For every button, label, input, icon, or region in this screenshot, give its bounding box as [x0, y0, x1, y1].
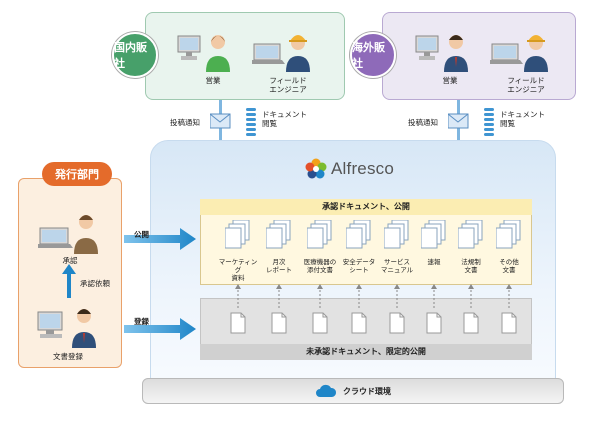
approved-doc-label: 月次 レポート: [266, 258, 292, 275]
approve-label: 承認: [62, 256, 78, 265]
approved-doc-stack-icon: [496, 220, 521, 249]
sales-person-icon: [177, 35, 230, 72]
overseas-sales-panel: [382, 12, 576, 100]
unapproved-doc-icon: [463, 312, 479, 334]
doc-publish-connector: [506, 284, 512, 308]
doc-publish-connector: [317, 284, 323, 308]
overseas-engineer-label: フィールド エンジニア: [507, 76, 545, 95]
unapproved-docs-title: 未承認ドキュメント、限定的公開: [200, 344, 532, 360]
approved-doc-label: 速報: [427, 258, 441, 266]
approve-request-arrow: [62, 264, 76, 298]
alfresco-logo-text: Alfresco: [331, 159, 395, 178]
publish-arrow: [124, 228, 196, 250]
approved-doc-stack-icon: [266, 220, 291, 249]
approve-request-label: 承認依頼: [80, 279, 110, 288]
overseas-doc-view-label: ドキュメント 閲覧: [500, 110, 545, 129]
unapproved-doc-icon: [426, 312, 442, 334]
unapproved-doc-icon: [271, 312, 287, 334]
domestic-sales-panel: [145, 12, 345, 100]
register-doc-label: 文書登録: [53, 352, 83, 361]
domestic-sales-badge: 国内販社: [112, 32, 158, 78]
approved-doc-stack-icon: [421, 220, 446, 249]
approved-doc-label: 医療機器の 添付文書: [303, 258, 337, 275]
register-label: 登録: [134, 317, 149, 326]
domestic-engineer-label: フィールド エンジニア: [269, 76, 307, 95]
overseas-sales-badge: 海外販社: [350, 32, 396, 78]
cloud-icon: [316, 384, 337, 397]
doc-publish-connector: [276, 284, 282, 308]
approved-doc-stack-icon: [346, 220, 371, 249]
approved-doc-stack-icon: [384, 220, 409, 249]
alfresco-flower-icon: [305, 158, 327, 179]
doc-publish-connector: [356, 284, 362, 308]
unapproved-doc-icon: [389, 312, 405, 334]
approver-person-icon: [38, 215, 98, 254]
unapproved-doc-icon: [501, 312, 517, 334]
approved-doc-stack-icon: [225, 220, 250, 249]
publishing-dept-panel: [18, 178, 122, 368]
unapproved-doc-icon: [230, 312, 246, 334]
cloud-environment-bar: クラウド環境: [142, 378, 564, 404]
domestic-notify-connector: [210, 100, 256, 144]
approved-doc-stack-icon: [458, 220, 483, 249]
approved-doc-label: マーケティング 資料: [218, 258, 258, 283]
overseas-notify-label: 投稿通知: [408, 118, 438, 127]
cloud-environment-label: クラウド環境: [343, 386, 391, 396]
approved-doc-label: 安全データ シート: [342, 258, 376, 275]
overseas-notify-connector: [448, 100, 494, 144]
registrant-person-icon: [37, 309, 96, 348]
domestic-sales-label: 営業: [205, 76, 221, 85]
unapproved-doc-icon: [312, 312, 328, 334]
publishing-dept-badge: 発行部門: [42, 162, 112, 186]
alfresco-logo: Alfresco: [305, 158, 394, 180]
approved-doc-label: サービス マニュアル: [380, 258, 414, 275]
overseas-sales-label: 営業: [442, 76, 458, 85]
domestic-doc-view-label: ドキュメント 閲覧: [262, 110, 307, 129]
overseas-sales-person-icon: [415, 35, 468, 72]
doc-publish-connector: [431, 284, 437, 308]
doc-publish-connector: [394, 284, 400, 308]
field-engineer-icon: [252, 35, 310, 72]
register-arrow: [124, 318, 196, 340]
approved-doc-label: その他 文書: [499, 258, 519, 275]
overseas-field-engineer-icon: [490, 35, 548, 72]
doc-publish-connector: [235, 284, 241, 308]
publish-label: 公開: [134, 230, 149, 239]
domestic-notify-label: 投稿通知: [170, 118, 200, 127]
unapproved-doc-icon: [351, 312, 367, 334]
doc-publish-connector: [468, 284, 474, 308]
approved-doc-stack-icon: [307, 220, 332, 249]
approved-doc-label: 法規制 文書: [461, 258, 481, 275]
approved-docs-title: 承認ドキュメント、公開: [200, 199, 532, 215]
